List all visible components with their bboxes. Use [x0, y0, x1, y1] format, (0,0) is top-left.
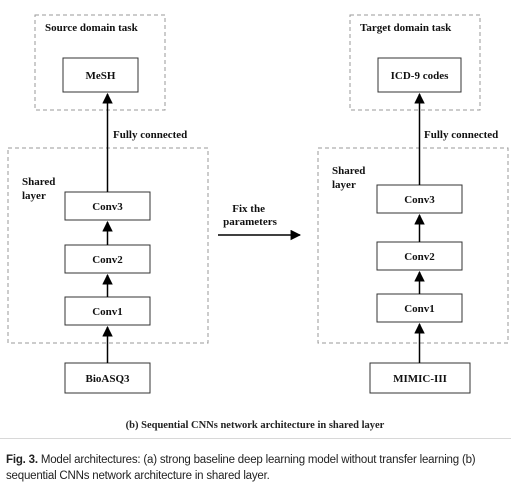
- source-conv2-label: Conv2: [92, 254, 123, 266]
- source-conv1-label: Conv1: [92, 306, 123, 318]
- source-shared-label: Shared layer: [22, 176, 58, 202]
- source-conv1-box: [64, 296, 151, 326]
- mimic-iii-input-box: [369, 362, 471, 394]
- bioasq3-input-box: [64, 362, 151, 394]
- target-conv2-label: Conv2: [404, 251, 435, 263]
- target-shared-label-line1: Shared: [332, 165, 365, 177]
- target-conv3-label: Conv3: [404, 194, 435, 206]
- source-shared-label-line1: Shared: [22, 176, 55, 188]
- source-fully-connected-label: Fully connected: [113, 129, 187, 141]
- target-conv2-box: [376, 241, 463, 271]
- figure-caption-text: Model architectures: (a) strong baseline…: [6, 454, 476, 482]
- target-conv1-label: Conv1: [404, 303, 435, 315]
- target-task-title: Target domain task: [360, 22, 452, 34]
- target-task-box: [349, 14, 481, 111]
- caption-divider: [0, 438, 511, 439]
- icd9-output-label: ICD-9 codes: [391, 70, 449, 82]
- target-shared-label-line2: layer: [332, 179, 356, 191]
- mesh-output-box: [62, 57, 139, 93]
- transfer-label-line2: parameters: [223, 216, 277, 228]
- bioasq3-input-label: BioASQ3: [85, 373, 130, 385]
- diagram-subcaption: (b) Sequential CNNs network architecture…: [126, 420, 385, 431]
- source-conv3-label: Conv3: [92, 201, 123, 213]
- target-fully-connected-label: Fully connected: [424, 129, 498, 141]
- source-conv2-box: [64, 244, 151, 274]
- mimic-iii-input-label: MIMIC-III: [393, 373, 447, 385]
- icd9-output-box: [377, 57, 462, 93]
- source-task-title: Source domain task: [45, 22, 139, 34]
- target-shared-layer-box: [317, 147, 509, 344]
- architecture-diagram: Source domain task MeSH Fully connected …: [7, 14, 509, 431]
- source-shared-label-line2: layer: [22, 190, 46, 202]
- target-shared-label: Shared layer: [332, 165, 368, 191]
- source-task-box: [34, 14, 166, 111]
- transfer-label-line1: Fix the: [232, 203, 265, 215]
- target-conv3-box: [376, 184, 463, 214]
- transfer-label: Fix the parameters: [223, 203, 277, 228]
- figure-caption: Fig. 3. Model architectures: (a) strong …: [6, 452, 506, 484]
- mesh-output-label: MeSH: [86, 70, 116, 82]
- figure-caption-label: Fig. 3.: [6, 454, 38, 466]
- target-conv1-box: [376, 293, 463, 323]
